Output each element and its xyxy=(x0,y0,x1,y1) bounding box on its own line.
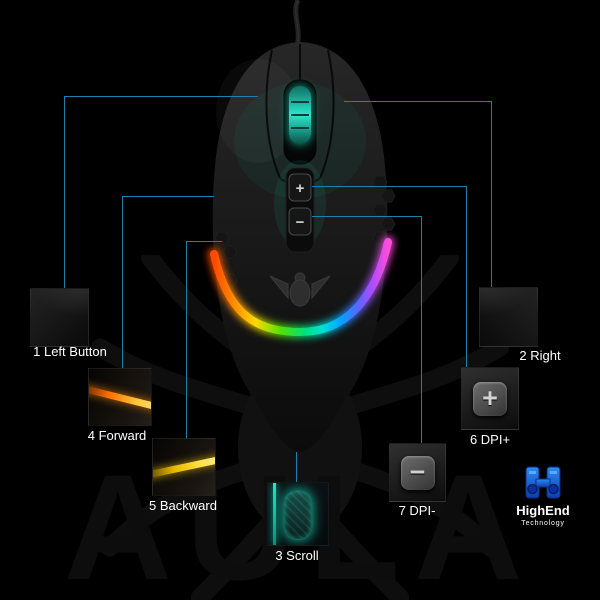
label-scroll: 3 Scroll xyxy=(275,548,319,563)
dpi-minus-button xyxy=(288,207,312,236)
callout-line-3-v xyxy=(296,452,297,482)
scroll-glow-rim xyxy=(273,483,276,545)
highend-logo-icon xyxy=(525,466,561,499)
forward-rgb-stripe xyxy=(89,384,151,413)
label-left-button: 1 Left Button xyxy=(33,344,107,359)
label-backward: 5 Backward xyxy=(149,498,217,513)
callout-line-5-v xyxy=(186,241,187,438)
thumb-left-button xyxy=(30,288,89,347)
callout-line-2-h xyxy=(344,101,491,102)
callout-line-5-h xyxy=(186,241,222,242)
label-right-button: 2 Right xyxy=(519,348,561,363)
gaming-mouse-image: + − xyxy=(208,42,396,452)
callout-line-6-h xyxy=(312,186,466,187)
rgb-light-stripe xyxy=(210,238,392,337)
badge-highend-text: HighEnd xyxy=(516,503,570,518)
callout-line-7-h xyxy=(312,216,421,217)
callout-line-4-h xyxy=(122,196,214,197)
badge-technology-text: Technology xyxy=(521,520,565,527)
dpi-plus-glyph: + xyxy=(296,180,305,197)
dpi-minus-key: − xyxy=(400,455,435,490)
label-dpi-plus: 6 DPI+ xyxy=(469,432,511,447)
aula-logo xyxy=(269,272,331,307)
callout-line-2-v xyxy=(491,101,492,287)
backward-rgb-stripe xyxy=(153,453,215,479)
thumb-right-button xyxy=(479,287,538,347)
thumb-scroll-wheel xyxy=(267,482,329,546)
callout-line-6-v xyxy=(466,186,467,367)
thumb-dpi-plus: + xyxy=(461,367,519,430)
thumb-dpi-minus: − xyxy=(389,443,446,502)
callout-line-1-h xyxy=(64,96,258,97)
dpi-plus-button xyxy=(288,173,312,202)
minus-icon: − xyxy=(409,457,426,487)
thumb-forward-button xyxy=(88,368,152,426)
label-forward: 4 Forward xyxy=(87,428,147,443)
callout-line-1-v xyxy=(64,96,65,288)
callout-line-7-v xyxy=(421,216,422,443)
callout-line-4-v xyxy=(122,196,123,368)
dpi-minus-glyph: − xyxy=(296,214,305,231)
dpi-plus-key: + xyxy=(473,381,507,416)
scroll-wheel-closeup xyxy=(283,490,313,540)
plus-icon: + xyxy=(482,383,498,413)
thumb-backward-button xyxy=(152,438,216,496)
label-dpi-minus: 7 DPI- xyxy=(398,503,436,518)
